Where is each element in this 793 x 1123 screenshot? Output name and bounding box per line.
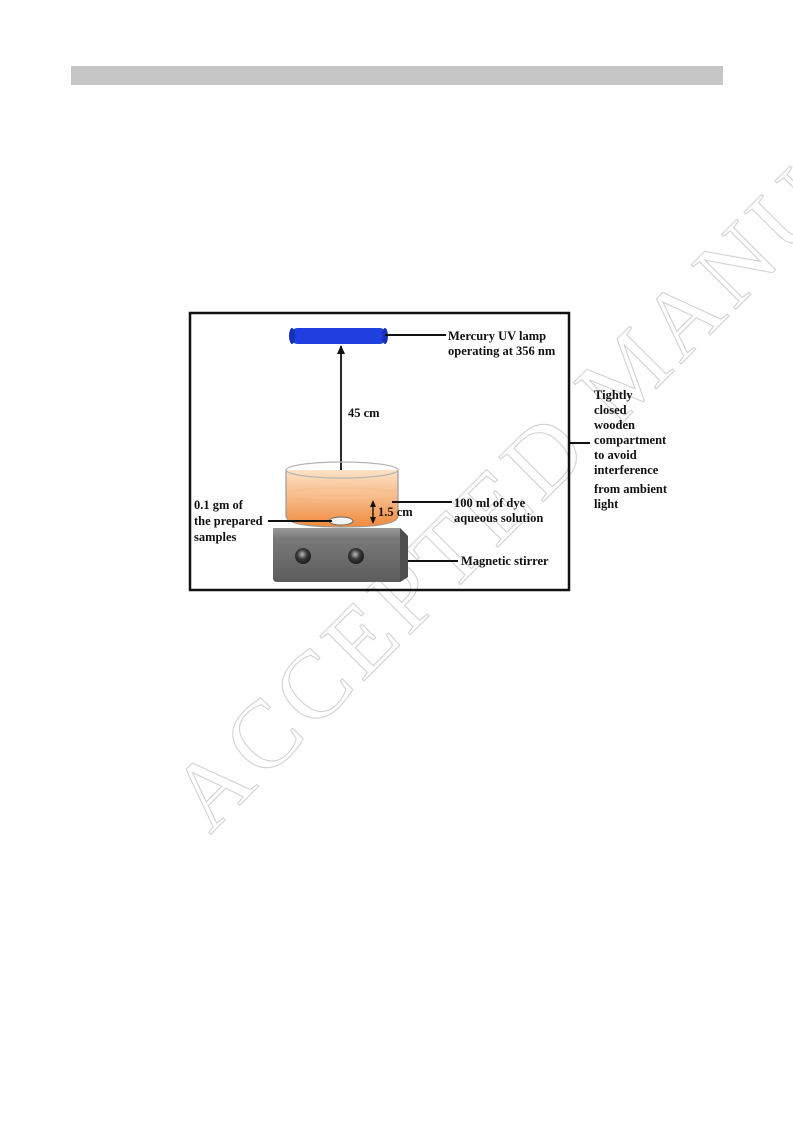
uv-lamp-icon xyxy=(289,328,388,344)
lamp-label-line1: Mercury UV lamp xyxy=(448,329,546,343)
stir-bar-icon xyxy=(328,516,354,526)
depth-label: 1.5 cm xyxy=(378,505,413,519)
sample-label-line3: samples xyxy=(194,530,237,544)
stirrer-label: Magnetic stirrer xyxy=(461,554,549,568)
depth-arrow-head-top xyxy=(370,500,376,507)
distance-label: 45 cm xyxy=(348,406,380,420)
dye-label-line1: 100 ml of dye xyxy=(454,496,526,510)
compartment-label-line2: closed xyxy=(594,403,627,417)
header-bar xyxy=(71,66,723,85)
compartment-label-line1: Tightly xyxy=(594,388,633,402)
depth-arrow-head-bottom xyxy=(370,517,376,524)
compartment-label-line5: to avoid xyxy=(594,448,637,462)
dye-label-line2: aqueous solution xyxy=(454,511,543,525)
compartment-label-line4: compartment xyxy=(594,433,667,447)
compartment-label-line3: wooden xyxy=(594,418,635,432)
wooden-compartment-frame xyxy=(188,311,571,592)
sample-label-line1: 0.1 gm of xyxy=(194,498,244,512)
compartment-label-line6: interference xyxy=(594,463,659,477)
magnetic-stirrer-icon xyxy=(273,528,408,582)
compartment-label-line8: light xyxy=(594,497,619,511)
sample-label-line2: the prepared xyxy=(194,514,263,528)
lamp-label-line2: operating at 356 nm xyxy=(448,344,556,358)
distance-arrow-head-top xyxy=(337,345,345,354)
compartment-label-line7: from ambient xyxy=(594,482,668,496)
